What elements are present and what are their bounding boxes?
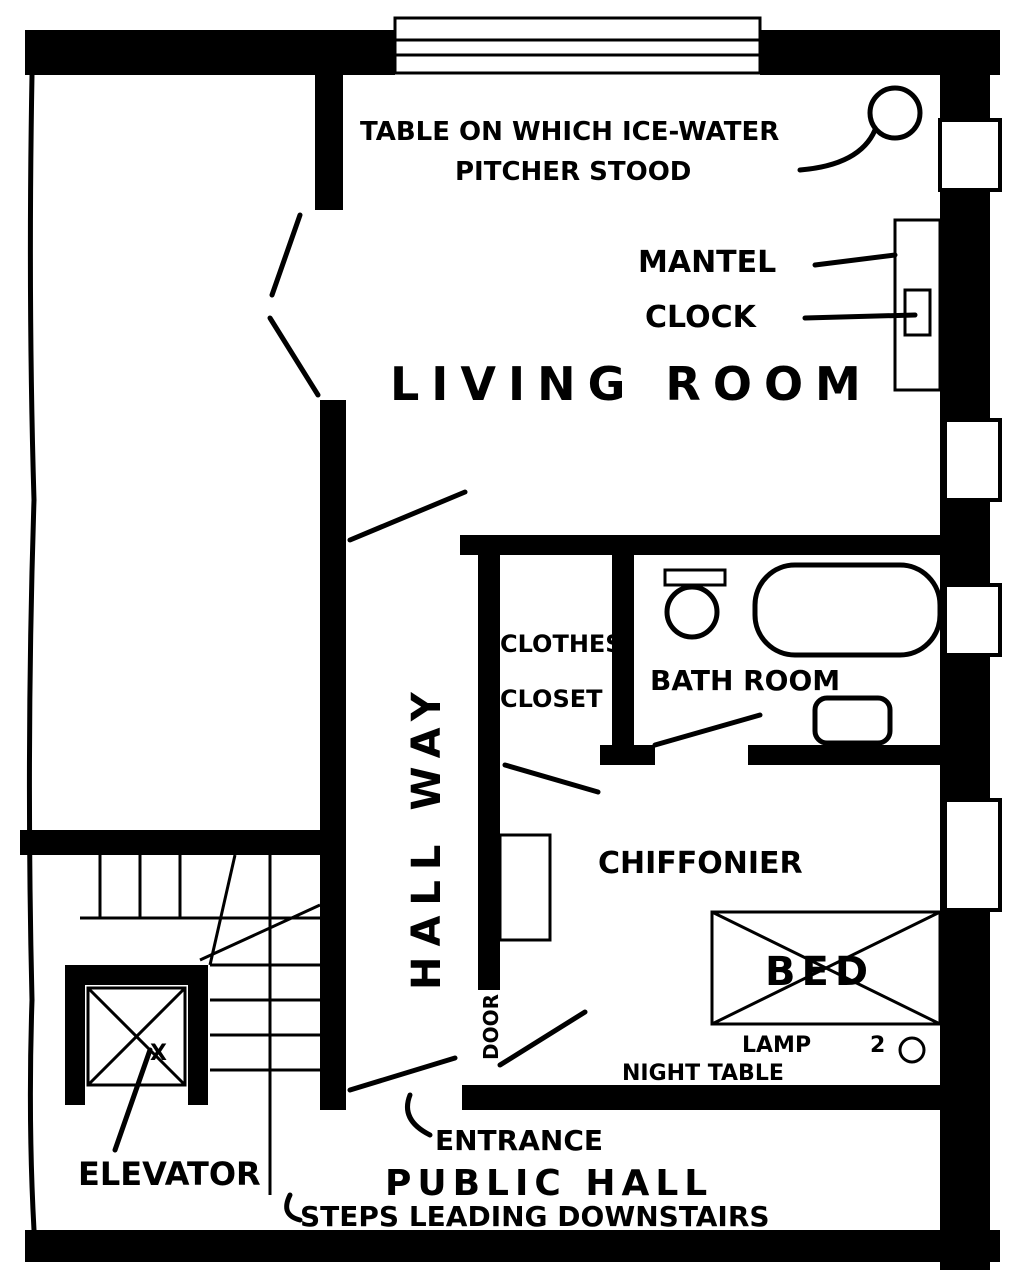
label-public-hall: PUBLIC HALL — [385, 1163, 713, 1204]
bathtub — [752, 562, 943, 658]
label-entrance: ENTRANCE — [435, 1124, 603, 1157]
label-lamp-marker: 2 — [870, 1033, 885, 1058]
chiffonier — [498, 833, 552, 942]
outer-walls — [25, 16, 1002, 1270]
night-table — [898, 1036, 926, 1064]
ice-water-table — [867, 85, 923, 141]
label-chiffonier: CHIFFONIER — [598, 846, 803, 881]
label-bath-room: BATH ROOM — [650, 664, 840, 697]
furniture — [284, 85, 943, 1223]
labels: TABLE ON WHICH ICE-WATER PITCHER STOOD M… — [78, 117, 885, 1233]
label-night-table: NIGHT TABLE — [622, 1061, 784, 1086]
sink — [812, 695, 893, 746]
label-steps: STEPS LEADING DOWNSTAIRS — [300, 1200, 770, 1233]
label-living-room: LIVING ROOM — [390, 357, 873, 411]
interior-walls — [20, 75, 940, 1110]
bed — [710, 910, 942, 1026]
label-clothes: CLOTHES — [500, 630, 623, 658]
label-closet: CLOSET — [500, 685, 603, 713]
label-hall-way: HALL WAY — [404, 682, 450, 990]
label-elevator: ELEVATOR — [78, 1155, 261, 1193]
label-bed: BED — [765, 949, 874, 995]
clock — [903, 288, 932, 337]
stairs — [80, 854, 321, 1195]
label-door: DOOR — [479, 994, 503, 1060]
label-elevator-marker: X — [150, 1041, 167, 1066]
label-clock: CLOCK — [645, 300, 758, 335]
label-ice-table: TABLE ON WHICH ICE-WATER — [360, 117, 779, 147]
label-mantel: MANTEL — [638, 245, 776, 280]
mantel — [893, 218, 942, 392]
label-lamp: LAMP — [742, 1033, 811, 1058]
label-pitcher-stood: PITCHER STOOD — [455, 157, 691, 187]
elevator-car — [86, 986, 187, 1153]
door-swings — [267, 212, 763, 1093]
toilet — [664, 584, 720, 640]
